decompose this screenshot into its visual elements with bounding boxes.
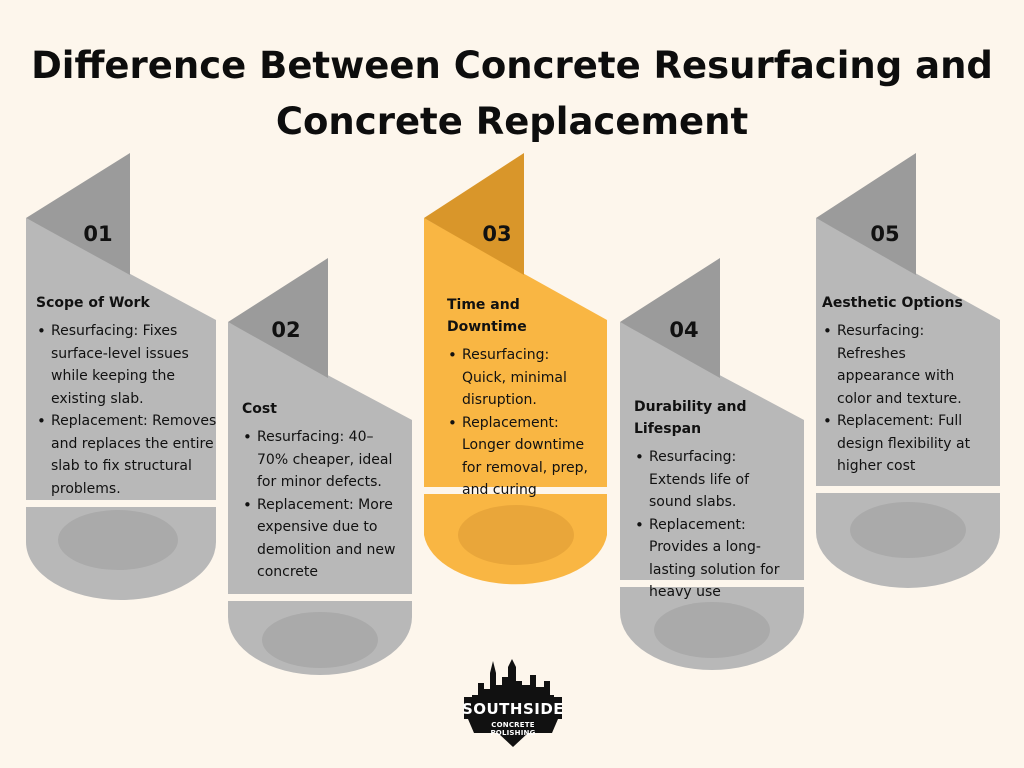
card-04-heading: Durability and Lifespan	[634, 399, 747, 437]
card-03-heading: Time and Downtime	[447, 297, 527, 335]
card-03-bullet-resurfacing: Resurfacing: Quick, minimal disruption.	[448, 344, 597, 412]
card-01-bullet-resurfacing: Resurfacing: Fixes surface-level issues …	[37, 320, 218, 410]
card-04-bullet-replacement: Replacement: Provides a long-lasting sol…	[635, 514, 784, 604]
card-02-bullets: Resurfacing: 40–70% cheaper, ideal for m…	[242, 426, 402, 584]
card-04-bullet-resurfacing: Resurfacing: Extends life of sound slabs…	[635, 446, 784, 514]
card-05-bullets: Resurfacing: Refreshes appearance with c…	[822, 320, 990, 478]
card-02-bullet-resurfacing: Resurfacing: 40–70% cheaper, ideal for m…	[243, 426, 402, 494]
card-05: Aesthetic Options Resurfacing: Refreshes…	[822, 292, 990, 478]
card-05-number: 05	[870, 222, 900, 246]
southside-logo: SOUTHSIDE CONCRETE POLISHING	[460, 655, 566, 755]
card-02-number: 02	[271, 318, 301, 342]
card-01-bullet-replacement: Replacement: Removes and replaces the en…	[37, 410, 218, 500]
card-02-bullet-replacement: Replacement: More expensive due to demol…	[243, 494, 402, 584]
page-title: Difference Between Concrete Resurfacing …	[31, 44, 993, 143]
card-04-bullets: Resurfacing: Extends life of sound slabs…	[634, 446, 784, 604]
card-01-number: 01	[83, 222, 113, 246]
card-04-number: 04	[669, 318, 699, 342]
card-05-bullet-resurfacing: Resurfacing: Refreshes appearance with c…	[823, 320, 990, 410]
logo-tagline: CONCRETE POLISHING	[490, 721, 536, 737]
card-02: Cost Resurfacing: 40–70% cheaper, ideal …	[242, 398, 402, 584]
card-01-heading: Scope of Work	[36, 295, 150, 311]
card-02-heading: Cost	[242, 401, 277, 417]
card-04: Durability and Lifespan Resurfacing: Ext…	[634, 396, 784, 604]
card-01: Scope of Work Resurfacing: Fixes surface…	[36, 292, 218, 500]
card-05-heading: Aesthetic Options	[822, 295, 963, 311]
card-03-bullet-replacement: Replacement: Longer downtime for removal…	[448, 412, 597, 502]
skyline-logo-icon	[464, 659, 562, 747]
card-03-bullets: Resurfacing: Quick, minimal disruption. …	[447, 344, 597, 502]
card-05-bullet-replacement: Replacement: Full design flexibility at …	[823, 410, 990, 478]
card-01-bullets: Resurfacing: Fixes surface-level issues …	[36, 320, 218, 500]
card-03-number: 03	[482, 222, 512, 246]
card-03: Time and Downtime Resurfacing: Quick, mi…	[447, 294, 597, 502]
logo-brand-name: SOUTHSIDE	[461, 700, 565, 718]
